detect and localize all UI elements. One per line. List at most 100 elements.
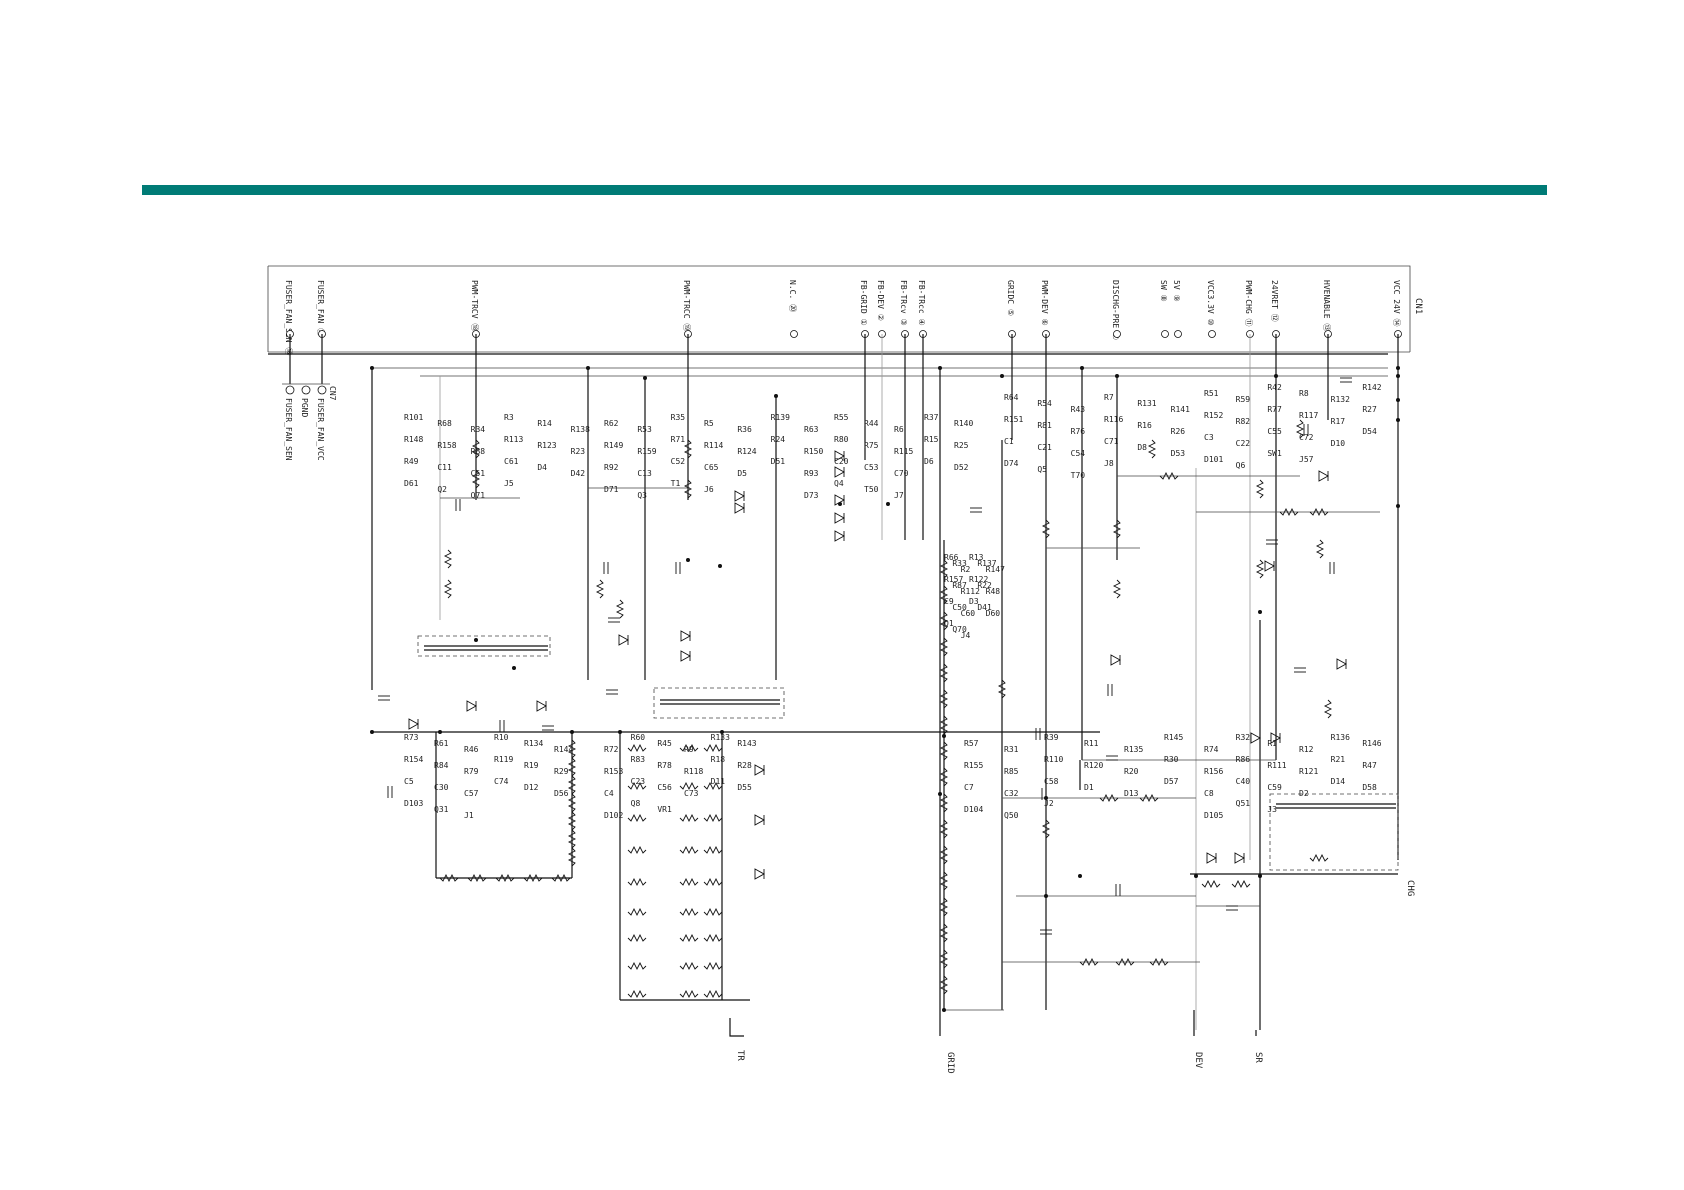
component-ref-label: R93 bbox=[804, 469, 819, 478]
component-ref-label: R54 bbox=[1037, 399, 1052, 408]
resistor-symbol bbox=[679, 961, 699, 971]
junction-dot bbox=[1396, 366, 1400, 370]
component-ref-label: R35 bbox=[671, 413, 686, 422]
resistor-symbol bbox=[495, 873, 515, 883]
component-ref-label: R8 bbox=[1299, 389, 1309, 398]
resistor-symbol bbox=[1201, 879, 1221, 889]
component-ref-label: R120 bbox=[1084, 761, 1103, 770]
resistor-symbol bbox=[939, 663, 949, 683]
resistor-symbol bbox=[679, 989, 699, 999]
component-ref-label: R55 bbox=[834, 413, 849, 422]
component-ref-label: R115 bbox=[894, 447, 913, 456]
component-ref-label: Q3 bbox=[637, 491, 647, 500]
junction-dot bbox=[1258, 610, 1262, 614]
resistor-symbol bbox=[567, 757, 577, 777]
resistor-symbol bbox=[567, 829, 577, 849]
component-ref-label: R139 bbox=[771, 413, 790, 422]
component-ref-label: D12 bbox=[524, 783, 539, 792]
component-ref-label: R66 bbox=[944, 553, 959, 562]
resistor-symbol bbox=[703, 961, 723, 971]
component-ref-label: R75 bbox=[864, 441, 879, 450]
component-ref-label: R10 bbox=[494, 733, 509, 742]
component-ref-label: R71 bbox=[671, 435, 686, 444]
cn1-pin-terminal bbox=[790, 330, 798, 338]
cn1-pin-label: 5V ⑨ bbox=[1172, 280, 1181, 302]
component-ref-label: R87 bbox=[952, 581, 967, 590]
diode-symbol bbox=[734, 502, 745, 514]
component-ref-label: R80 bbox=[834, 435, 849, 444]
component-ref-label: R20 bbox=[1124, 767, 1139, 776]
component-ref-label: R17 bbox=[1331, 417, 1346, 426]
component-ref-label: D10 bbox=[1331, 439, 1346, 448]
component-ref-label: R60 bbox=[631, 733, 646, 742]
component-ref-label: R5 bbox=[704, 419, 714, 428]
component-ref-label: R85 bbox=[1004, 767, 1019, 776]
component-ref-label: J5 bbox=[504, 479, 514, 488]
junction-dot bbox=[774, 394, 778, 398]
schematic-frame bbox=[267, 265, 1411, 353]
cn1-pin-terminal bbox=[1208, 330, 1216, 338]
component-ref-label: R136 bbox=[1331, 733, 1350, 742]
component-ref-label: T70 bbox=[1071, 471, 1086, 480]
component-ref-label: C71 bbox=[1104, 437, 1119, 446]
resistor-symbol bbox=[939, 845, 949, 865]
junction-dot bbox=[1396, 418, 1400, 422]
component-ref-label: C3 bbox=[1204, 433, 1214, 442]
component-ref-label: D105 bbox=[1204, 811, 1223, 820]
component-ref-label: R7 bbox=[1104, 393, 1114, 402]
component-ref-label: C59 bbox=[1267, 783, 1282, 792]
component-ref-label: C8 bbox=[1204, 789, 1214, 798]
trunk-wires bbox=[371, 334, 1399, 1030]
component-ref-label: D103 bbox=[404, 799, 423, 808]
component-ref-label: R117 bbox=[1299, 411, 1318, 420]
component-ref-label: C65 bbox=[704, 463, 719, 472]
component-ref-label: J3 bbox=[1267, 805, 1277, 814]
component-ref-label: R32 bbox=[1236, 733, 1251, 742]
component-ref-label: C60 bbox=[961, 609, 976, 618]
resistor-symbol bbox=[567, 739, 577, 759]
component-ref-label: C9 bbox=[944, 597, 954, 606]
component-ref-label: R151 bbox=[1004, 415, 1023, 424]
resistor-symbol bbox=[567, 793, 577, 813]
component-ref-label: R73 bbox=[404, 733, 419, 742]
capacitor-symbols bbox=[378, 377, 1352, 935]
component-ref-label: T1 bbox=[671, 479, 681, 488]
component-ref-label: D102 bbox=[604, 811, 623, 820]
cn7-pin-label: FUSER_FAN_VCC bbox=[316, 398, 325, 461]
resistor-symbol bbox=[627, 877, 647, 887]
junction-dot bbox=[1396, 504, 1400, 508]
component-ref-label: R25 bbox=[954, 441, 969, 450]
component-ref-label: R9 bbox=[684, 745, 694, 754]
component-ref-label: Q2 bbox=[437, 485, 447, 494]
component-ref-label: D14 bbox=[1331, 777, 1346, 786]
component-ref-label: R6 bbox=[894, 425, 904, 434]
resistor-symbol bbox=[627, 933, 647, 943]
component-ref-label: R12 bbox=[1299, 745, 1314, 754]
resistor-symbol bbox=[551, 873, 571, 883]
resistor-symbol bbox=[1112, 579, 1122, 599]
component-ref-label: R19 bbox=[524, 761, 539, 770]
junction-dot bbox=[838, 502, 842, 506]
component-ref-label: R46 bbox=[464, 745, 479, 754]
component-ref-label: R124 bbox=[737, 447, 756, 456]
resistor-symbol bbox=[939, 897, 949, 917]
resistor-symbol bbox=[939, 923, 949, 943]
resistor-symbol bbox=[523, 873, 543, 883]
component-ref-label: C74 bbox=[494, 777, 509, 786]
component-ref-label: R158 bbox=[437, 441, 456, 450]
component-ref-label: D101 bbox=[1204, 455, 1223, 464]
component-ref-label: T50 bbox=[864, 485, 879, 494]
component-ref-label: D55 bbox=[737, 783, 752, 792]
component-ref-label: C52 bbox=[671, 457, 686, 466]
component-ref-label: C54 bbox=[1071, 449, 1086, 458]
resistor-symbol bbox=[703, 743, 723, 753]
component-ref-label: D58 bbox=[1362, 783, 1377, 792]
junction-dot bbox=[886, 502, 890, 506]
component-ref-label: R149 bbox=[604, 441, 623, 450]
cn1-pin-label: PWM-CHG ⑪ bbox=[1244, 280, 1253, 327]
component-ref-label: D60 bbox=[986, 609, 1001, 618]
resistor-symbol bbox=[627, 989, 647, 999]
resistor-symbol bbox=[627, 781, 647, 791]
diode-symbol bbox=[1234, 852, 1245, 864]
resistor-symbol bbox=[1309, 507, 1329, 517]
